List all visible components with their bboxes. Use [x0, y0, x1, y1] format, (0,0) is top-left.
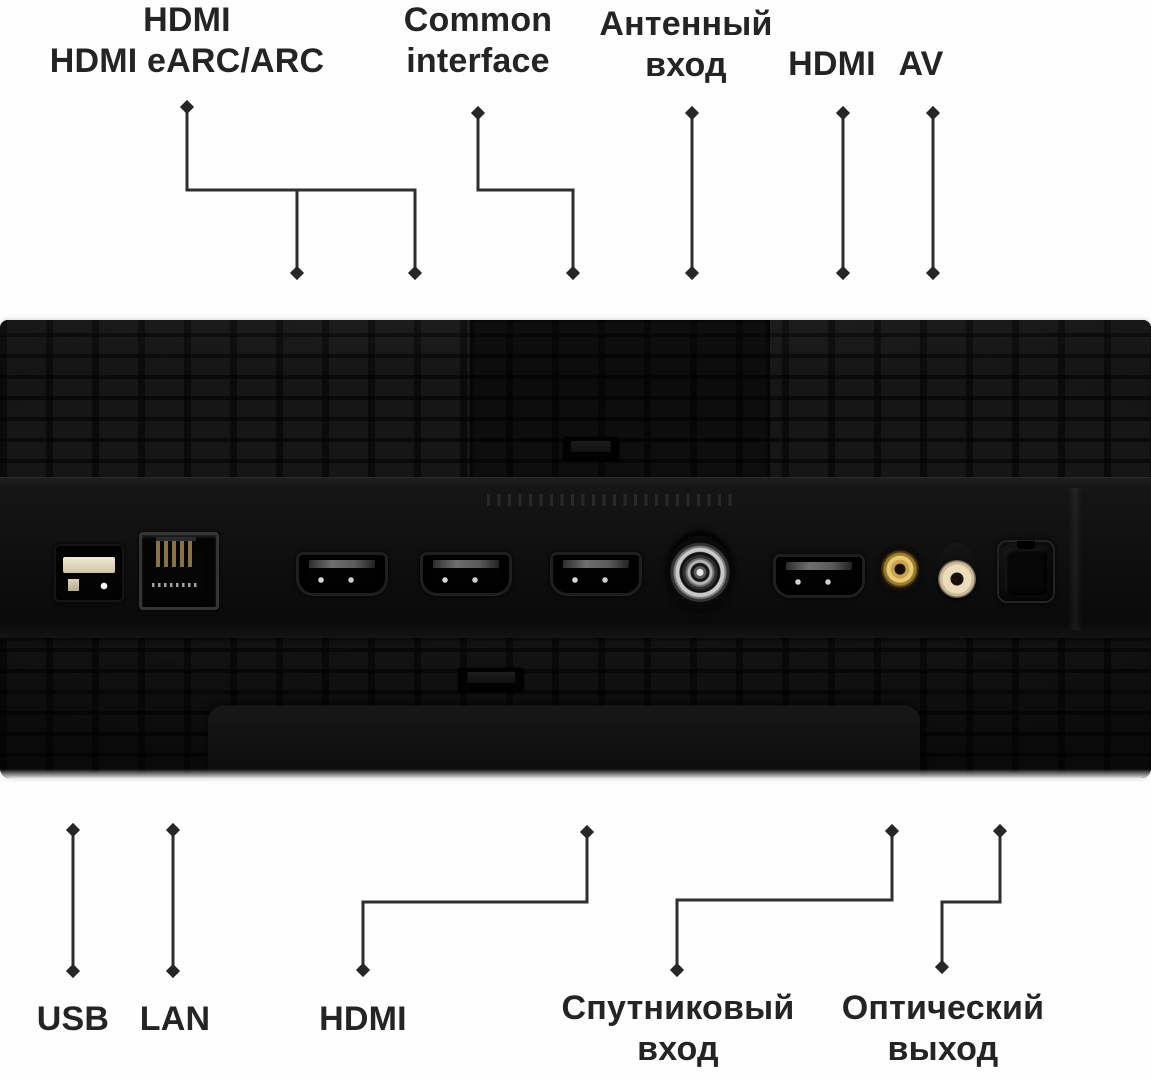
- label-hdmi-bottom: HDMI: [319, 1000, 407, 1038]
- lan-ethernet-port: [139, 532, 219, 610]
- label-usb: USB: [36, 1000, 110, 1038]
- av-input-jack: [936, 543, 978, 598]
- callout-line-common-interface: [476, 113, 575, 273]
- label-antenna-in-line1: Антенный: [599, 5, 773, 43]
- label-satellite-in-line1: Спутниковый: [561, 989, 795, 1027]
- stand-column: [470, 320, 770, 480]
- label-satellite-in: Спутниковый вход: [562, 988, 795, 1070]
- recess-end-highlight: [1068, 488, 1082, 630]
- label-optical-out: Оптический выход: [842, 988, 1044, 1070]
- mounting-slot-bottom: [458, 668, 524, 692]
- optical-audio-out-port: [997, 540, 1055, 603]
- label-optical-out-line2: выход: [887, 1030, 999, 1068]
- label-hdmi-earc-line2: HDMI eARC/ARC: [49, 42, 325, 80]
- satellite-f-connector-port: [880, 549, 920, 591]
- photo-bottom-fade: [0, 769, 1151, 778]
- hdmi-port-4: [773, 554, 865, 598]
- common-interface-slot-ridge: [487, 494, 739, 506]
- stand-mount-plate: [208, 706, 920, 778]
- antenna-coax-port: [669, 536, 731, 606]
- hdmi-port-3: [550, 552, 642, 596]
- callout-line-hdmi-bottom: [361, 832, 589, 970]
- label-hdmi-earc: HDMI HDMI eARC/ARC: [50, 0, 325, 82]
- label-av: AV: [898, 45, 944, 83]
- hdmi-earc-port: [420, 552, 512, 596]
- label-common-interface: Common interface: [404, 0, 553, 82]
- usb-port: [54, 544, 124, 602]
- callout-line-hdmi-earc: [185, 107, 417, 273]
- callout-line-optical-out: [940, 831, 1002, 967]
- label-common-interface-line1: Common: [403, 1, 553, 39]
- label-lan: LAN: [139, 1000, 211, 1038]
- label-antenna-in-line2: вход: [645, 46, 727, 84]
- label-satellite-in-line2: вход: [637, 1030, 719, 1068]
- tv-rear-panel-photo: [0, 320, 1151, 778]
- label-common-interface-line2: interface: [406, 42, 550, 80]
- mounting-slot-top: [563, 437, 619, 461]
- hdmi-port-1: [296, 552, 388, 596]
- label-hdmi-earc-line1: HDMI: [143, 1, 231, 39]
- callout-line-satellite-in: [675, 831, 894, 970]
- label-optical-out-line1: Оптический: [841, 989, 1045, 1027]
- label-antenna-in: Антенный вход: [599, 4, 772, 86]
- label-hdmi-top: HDMI: [788, 45, 876, 83]
